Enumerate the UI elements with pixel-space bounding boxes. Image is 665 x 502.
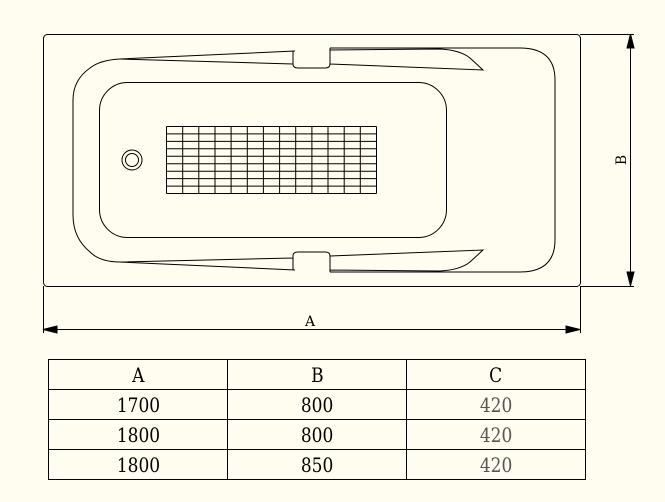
- header-a: A: [131, 362, 145, 387]
- table-header-row: A B C: [48, 359, 586, 390]
- arrow-b: [626, 33, 635, 287]
- tub-outline: [43, 34, 581, 287]
- grid-lines: [166, 126, 377, 194]
- cell-a: 1800: [116, 422, 160, 447]
- table-row: 1800 850 420: [48, 449, 586, 480]
- dimension-label-b: B: [614, 154, 631, 166]
- header-c: C: [489, 362, 503, 387]
- cell-b: 800: [300, 392, 334, 417]
- cell-a: 1800: [116, 452, 160, 477]
- cell-b: 800: [300, 422, 334, 447]
- anti-slip-grid: [166, 126, 377, 194]
- dimension-line-b: [580, 34, 634, 287]
- table-row: 1800 800 420: [48, 419, 586, 450]
- dimension-table: A B C 1700 800 420 1800 800 420 1800 850…: [48, 359, 586, 480]
- header-b: B: [310, 362, 324, 387]
- tub-rim: [72, 47, 556, 273]
- cell-a: 1700: [116, 392, 160, 417]
- drain-inner: [125, 153, 139, 167]
- cell-c: 420: [479, 422, 513, 447]
- tub-basin: [99, 82, 447, 238]
- cell-c: 420: [479, 452, 513, 477]
- cell-c: 420: [479, 392, 513, 417]
- bottom-handle: [119, 249, 485, 272]
- cell-b: 850: [300, 452, 334, 477]
- dimension-line-a: [43, 286, 581, 333]
- arrow-a: [42, 325, 581, 334]
- drain-icon: [121, 149, 143, 171]
- table-row: 1700 800 420: [48, 389, 586, 420]
- top-handle: [119, 48, 485, 71]
- dimension-label-a: A: [305, 314, 316, 330]
